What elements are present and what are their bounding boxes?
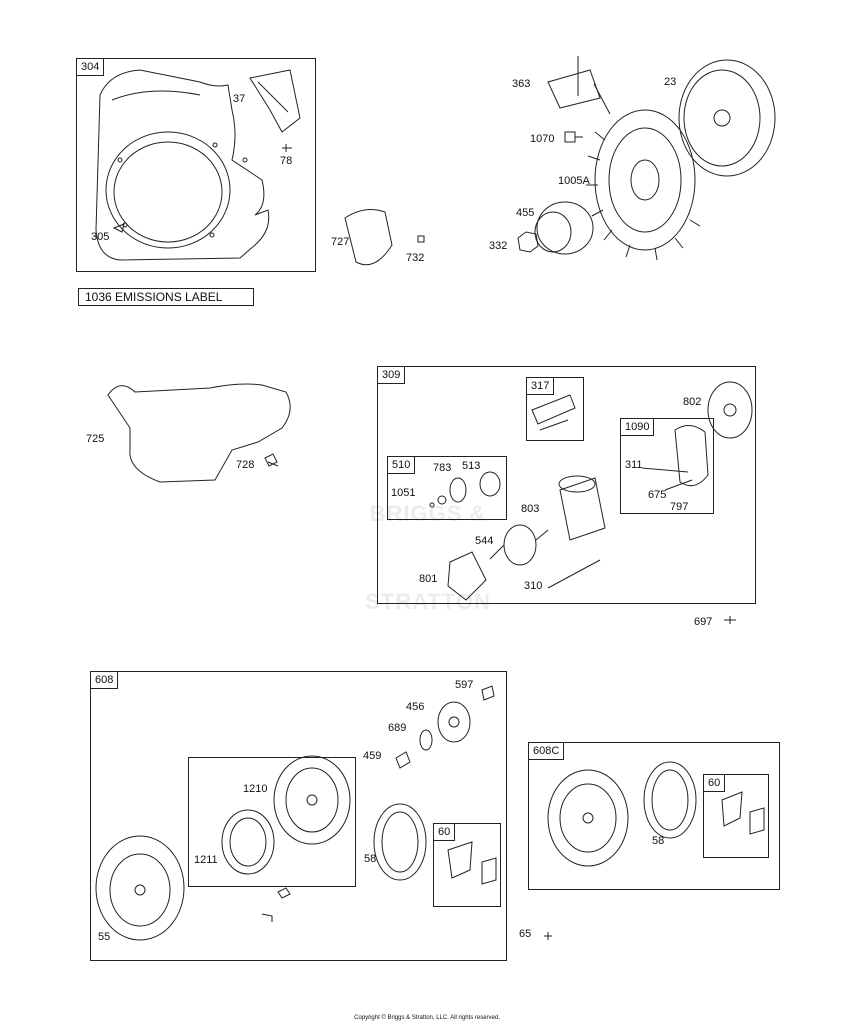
shroud-725-shape xyxy=(107,383,291,483)
drive-510-shape xyxy=(429,471,501,508)
bracket-363-shape xyxy=(547,69,601,109)
spring-1211-shape xyxy=(221,809,275,875)
screw-65-shape xyxy=(544,932,552,940)
assembly-510-box: 510 xyxy=(387,456,507,520)
box-tag-60a: 60 xyxy=(433,823,456,841)
part-label: 513 xyxy=(462,460,481,472)
part-label: 332 xyxy=(489,240,508,252)
part-label: 544 xyxy=(475,535,494,547)
recoil-608c-shape xyxy=(547,761,697,867)
part-label: 78 xyxy=(280,155,293,167)
box-tag-60b: 60 xyxy=(703,774,726,792)
assembly-608-box: 608 xyxy=(90,671,507,961)
box-tag-317: 317 xyxy=(526,377,555,395)
nut-332-shape xyxy=(517,231,539,253)
flywheel-shape xyxy=(586,109,701,261)
handle-60a-shape xyxy=(447,841,497,885)
part-label: 732 xyxy=(406,252,425,264)
part-label: 1211 xyxy=(194,854,218,866)
box-tag-608c: 608C xyxy=(528,742,565,760)
part-label: 37 xyxy=(233,93,246,105)
assembly-608c-box: 608C xyxy=(528,742,780,890)
bolt-310-shape xyxy=(547,559,601,589)
plate-37-shape xyxy=(249,69,301,133)
part-label: 55 xyxy=(98,931,111,943)
part-label: 728 xyxy=(236,459,255,471)
end-cap-1090-shape xyxy=(674,425,709,487)
part-label: 65 xyxy=(519,928,532,940)
part-label: 801 xyxy=(419,573,438,585)
box-tag-510: 510 xyxy=(387,456,416,474)
part-label: 797 xyxy=(670,501,689,513)
screw-305-shape xyxy=(112,223,125,233)
part-label: 363 xyxy=(512,78,531,90)
assembly-60a-box: 60 xyxy=(433,823,501,907)
dog-459-shape xyxy=(395,751,411,769)
part-label: 58 xyxy=(652,835,665,847)
part-label: 58 xyxy=(364,853,377,865)
box-tag-304: 304 xyxy=(76,58,105,76)
pulley-1210-shape xyxy=(273,755,351,845)
part-label: 456 xyxy=(406,701,425,713)
assembly-317-box: 317 xyxy=(526,377,584,441)
box-tag-608: 608 xyxy=(90,671,119,689)
watermark-text: BRIGGS & STRATTON xyxy=(365,501,491,614)
part-label: 783 xyxy=(433,462,452,474)
part-label: 1051 xyxy=(391,487,416,499)
part-label: 802 xyxy=(683,396,702,408)
part-label: 675 xyxy=(648,489,667,501)
screw-697-shape xyxy=(724,616,736,624)
brush-plate-801-shape xyxy=(447,551,487,601)
screw-728-shape xyxy=(264,453,279,467)
assembly-pulley-box xyxy=(188,757,356,887)
cup-455-shape xyxy=(534,201,594,255)
brush-317-shape xyxy=(531,394,576,431)
box-tag-1090: 1090 xyxy=(620,418,655,436)
part-label: 727 xyxy=(331,236,350,248)
part-label: 1070 xyxy=(530,133,555,145)
part-label: 311 xyxy=(625,459,643,471)
cover-727-shape xyxy=(344,209,393,266)
part-label: 697 xyxy=(694,616,713,628)
screw-597-shape xyxy=(481,685,495,701)
bolt-1070-shape xyxy=(564,131,583,143)
plate-456-shape xyxy=(437,701,471,743)
plate-802-shape xyxy=(707,381,753,439)
part-label: 725 xyxy=(86,433,105,445)
blower-housing-shape xyxy=(95,69,270,261)
assembly-309-box: 309 xyxy=(377,366,756,604)
assembly-1090-box: 1090 xyxy=(620,418,714,514)
part-label: 305 xyxy=(91,231,110,243)
part-label: 689 xyxy=(388,722,407,734)
part-label: 310 xyxy=(524,580,543,592)
part-label: 23 xyxy=(664,76,677,88)
housing-803-shape xyxy=(558,475,606,541)
assembly-60b-box: 60 xyxy=(703,774,769,858)
recoil-housing-55-shape xyxy=(95,835,185,941)
screw-78-shape xyxy=(282,144,292,152)
copyright-text: Copyright © Briggs & Stratton, LLC. All … xyxy=(354,1015,500,1021)
screws-shape xyxy=(261,887,291,922)
part-label: 459 xyxy=(363,750,382,762)
handle-60b-shape xyxy=(721,791,765,835)
part-label: 455 xyxy=(516,207,535,219)
box-tag-309: 309 xyxy=(377,366,406,384)
emissions-label-box: 1036 EMISSIONS LABEL xyxy=(78,288,254,306)
part-label: 1005A xyxy=(558,175,590,187)
assembly-304-box: 304 xyxy=(76,58,316,272)
rope-58-shape xyxy=(373,803,427,881)
armature-544-shape xyxy=(489,524,549,566)
part-label: 803 xyxy=(521,503,540,515)
part-label: 597 xyxy=(455,679,474,691)
spring-689-shape xyxy=(419,729,433,751)
part-label: 1210 xyxy=(243,783,268,795)
plate-23-shape xyxy=(678,59,776,177)
